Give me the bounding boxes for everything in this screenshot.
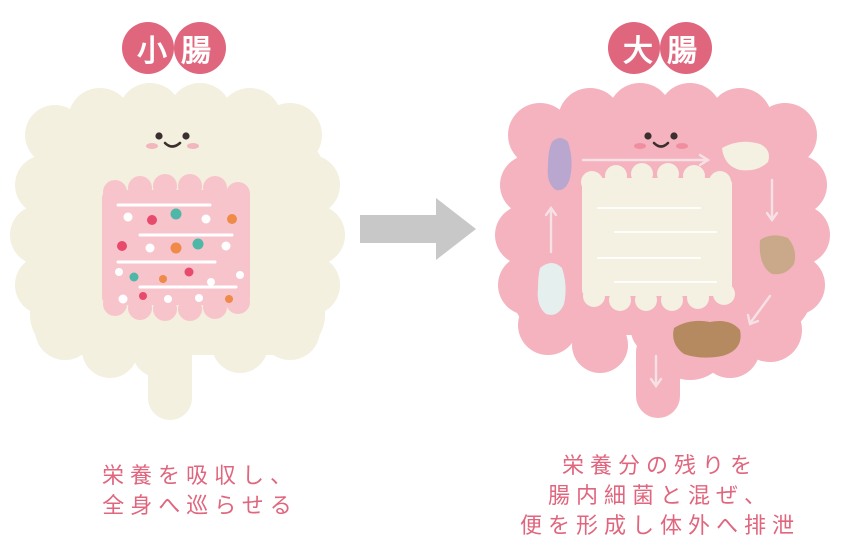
caption-line: 栄養を吸収し、 <box>101 464 298 489</box>
large-intestine-title-text: 大腸 <box>623 34 711 69</box>
smiley-face-icon <box>634 132 688 149</box>
small-intestine-title-text: 小腸 <box>137 34 225 69</box>
large-intestine-title: 大腸 <box>608 22 712 74</box>
smiley-face-icon <box>146 132 199 149</box>
large-intestine-illustration <box>495 83 830 418</box>
right-arrow-icon <box>360 198 476 260</box>
caption-line: 栄養分の残りを <box>561 454 758 479</box>
small-intestine-title: 小腸 <box>122 22 226 74</box>
small-intestine-illustration <box>10 83 345 420</box>
caption-line: 全身へ巡らせる <box>102 494 298 519</box>
caption-line: 腸内細菌と混ぜ、 <box>547 484 772 509</box>
caption-line: 便を形成し体外へ排泄 <box>519 514 800 539</box>
large-intestine-caption: 栄養分の残りを 腸内細菌と混ぜ、 便を形成し体外へ排泄 <box>470 452 850 542</box>
small-intestine-caption: 栄養を吸収し、 全身へ巡らせる <box>40 462 360 522</box>
